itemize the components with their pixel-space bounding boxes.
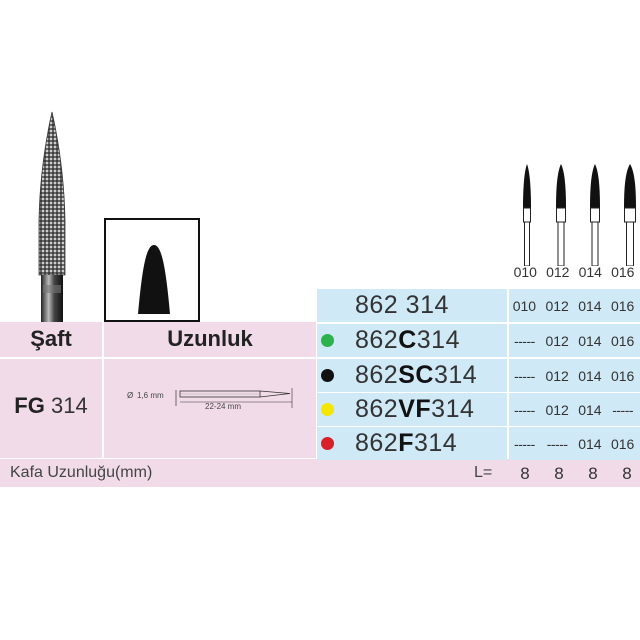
row-divider (0, 357, 316, 359)
size-row-coarse: ----- 012 014 016 (509, 324, 640, 357)
size-row-standard: 010 012 014 016 (509, 289, 640, 322)
shaft-column-title: Şaft (30, 326, 72, 351)
size-cell: 014 (578, 367, 602, 384)
length-label: 22-24 mm (205, 402, 241, 411)
size-cell: ----- (513, 435, 535, 452)
head-length-014: 8 (588, 464, 598, 483)
bur-head-silhouette (104, 218, 200, 322)
size-cell: 012 (545, 401, 569, 418)
size-row-very-fine: ----- 012 014 ----- (509, 393, 640, 426)
red-dot-icon (321, 437, 334, 450)
length-symbol: L= (474, 464, 493, 481)
size-header-010: 010 (513, 264, 537, 280)
black-dot-icon (321, 369, 334, 382)
size-cell: 016 (610, 297, 635, 314)
variant-row-super-coarse: 862SC314 (317, 359, 507, 392)
size-cell: ----- (612, 401, 634, 418)
size-cell: ----- (513, 367, 535, 384)
size-cell: 014 (578, 297, 602, 314)
size-cell: 012 (545, 297, 569, 314)
variant-row-very-fine: 862VF314 (317, 393, 507, 426)
header-band (0, 322, 316, 358)
head-length-010: 8 (520, 464, 530, 483)
size-cell: 016 (610, 332, 635, 349)
size-header: 010 012 014 016 (509, 264, 639, 282)
head-length-012: 8 (554, 464, 564, 483)
head-length-label: Kafa Uzunluğu(mm) (10, 464, 153, 481)
size-header-012: 012 (546, 264, 570, 280)
bur-014-icon (590, 164, 600, 266)
yellow-dot-icon (321, 403, 334, 416)
size-cell: 016 (610, 435, 635, 452)
variant-code: 862VF314 (355, 395, 475, 423)
shaft-type: FG 314 (0, 393, 102, 419)
size-cell: ----- (513, 332, 535, 349)
size-cell: 010 (512, 297, 537, 314)
variant-row-fine: 862F314 (317, 427, 507, 460)
bur-012-icon (556, 164, 566, 266)
column-divider (102, 322, 104, 458)
variant-row-standard: 862 314 (317, 289, 507, 322)
size-cell: 016 (610, 367, 635, 384)
variant-code: 862 314 (355, 291, 449, 319)
size-header-016: 016 (611, 264, 635, 280)
size-cell: 012 (545, 367, 569, 384)
size-cell: 014 (578, 332, 602, 349)
size-cell: 012 (545, 332, 569, 349)
footer-band (0, 459, 640, 487)
head-length-016: 8 (622, 464, 632, 483)
variant-code: 862F314 (355, 429, 458, 457)
bur-010-icon (523, 164, 531, 266)
size-cell: ----- (546, 435, 568, 452)
diamond-bur-photo (38, 111, 66, 325)
variant-row-coarse: 862C314 (317, 324, 507, 357)
length-column-title: Uzunluk (167, 326, 253, 351)
shaft-code: 314 (50, 393, 88, 418)
size-row-fine: ----- ----- 014 016 (509, 427, 640, 460)
variant-code: 862SC314 (355, 361, 478, 389)
variant-code: 862C314 (355, 326, 460, 354)
size-header-014: 014 (578, 264, 602, 280)
size-cell: ----- (513, 401, 535, 418)
green-dot-icon (321, 334, 334, 347)
bur-016-icon (624, 164, 636, 266)
shaft-prefix: FG (14, 393, 45, 418)
diameter-label: 1,6 mm (137, 391, 164, 400)
diameter-symbol-icon: Ø (127, 391, 133, 400)
shaft-length-panel (0, 358, 316, 458)
size-cell: 014 (578, 401, 602, 418)
shank-dimension-diagram: Ø 1,6 mm 22-24 mm (120, 378, 310, 418)
size-cell: 014 (578, 435, 602, 452)
size-row-super-coarse: ----- 012 014 016 (509, 359, 640, 392)
flame-tip-icon (138, 245, 170, 314)
size-bur-illustrations (523, 164, 636, 266)
